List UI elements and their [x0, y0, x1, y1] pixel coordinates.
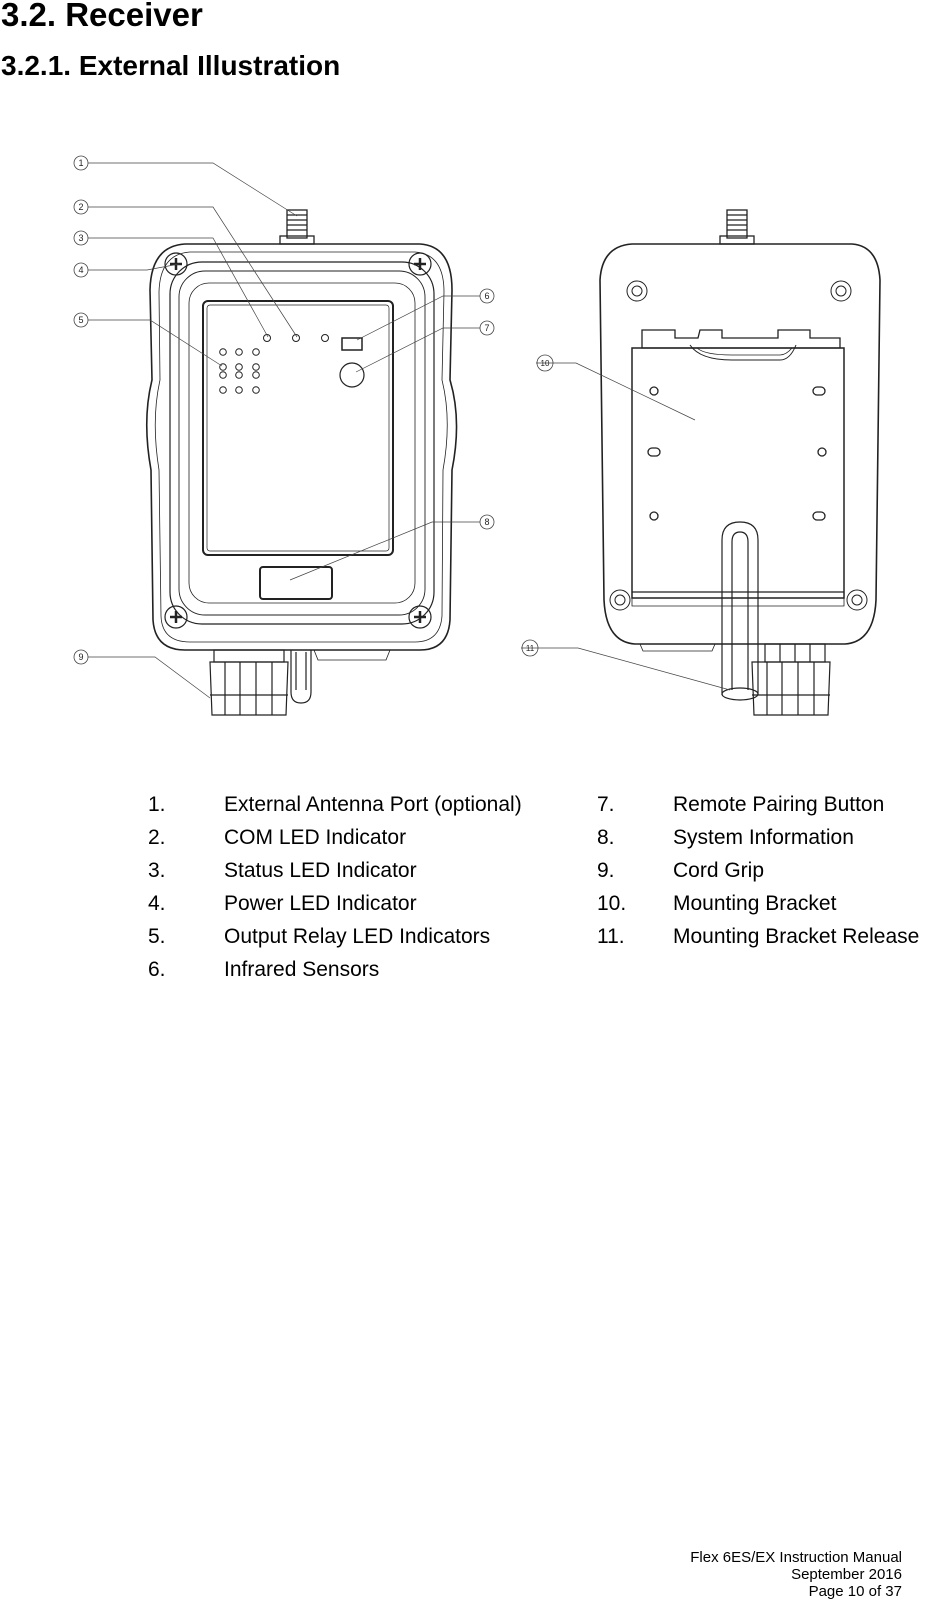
- callout-marker-4: [73, 262, 89, 278]
- legend-number: 11.: [597, 925, 625, 948]
- receiver-illustration: 1 2 3 4 5 6 7 8 9 10 11: [0, 120, 942, 730]
- legend-label: Mounting Bracket Release: [673, 925, 920, 948]
- legend-label: COM LED Indicator: [224, 826, 407, 849]
- receiver-front-view: [145, 209, 458, 716]
- callout-number-8: 8: [484, 517, 489, 527]
- callout-number-7: 7: [484, 323, 489, 333]
- pairing-button-drawing: [339, 362, 365, 388]
- legend-right-column: 7. Remote Pairing Button 8. System Informa…: [597, 788, 919, 953]
- legend-left-column: 1. External Antenna Port (optional) 2. COM…: [148, 788, 522, 986]
- legend-number: 6.: [148, 958, 166, 981]
- legend-item: 2. COM LED Indicator: [148, 821, 522, 854]
- legend-number: 4.: [148, 892, 166, 915]
- legend-item: 10. Mounting Bracket: [597, 887, 919, 920]
- callout-marker-11: [521, 639, 539, 657]
- legend-number: 2.: [148, 826, 166, 849]
- rear-cord-grip: [639, 643, 831, 716]
- callout-marker-1: [73, 155, 89, 171]
- legend-item: 4. Power LED Indicator: [148, 887, 522, 920]
- leader-lines: [88, 162, 731, 699]
- callout-marker-3: [73, 230, 89, 246]
- legend-number: 7.: [597, 793, 615, 816]
- callout-marker-2: [73, 199, 89, 215]
- front-panel: [202, 300, 394, 556]
- cord-grip-drawing: [209, 649, 391, 716]
- callout-marker-6: [479, 288, 495, 304]
- callout-number-3: 3: [78, 233, 83, 243]
- legend-item: 7. Remote Pairing Button: [597, 788, 919, 821]
- legend-label: Power LED Indicator: [224, 892, 417, 915]
- legend-item: 11. Mounting Bracket Release: [597, 920, 919, 953]
- page-footer: Flex 6ES/EX Instruction Manual September…: [690, 1549, 902, 1600]
- legend-label: Mounting Bracket: [673, 892, 837, 915]
- legend-label: Remote Pairing Button: [673, 793, 885, 816]
- legend-item: 3. Status LED Indicator: [148, 854, 522, 887]
- page-number: Page 10 of 37: [808, 1583, 902, 1600]
- legend-number: 9.: [597, 859, 615, 882]
- callout-number-11: 11: [526, 644, 535, 653]
- legend-number: 5.: [148, 925, 166, 948]
- legend-number: 10.: [597, 892, 627, 915]
- callout-marker-5: [73, 312, 89, 328]
- legend-label: Infrared Sensors: [224, 958, 380, 981]
- relay-led-grid: [219, 348, 260, 394]
- bracket-release-drawing: [721, 521, 759, 701]
- front-housing-outline: [145, 243, 458, 651]
- legend-number: 3.: [148, 859, 166, 882]
- system-info-label: [259, 566, 333, 600]
- callout-marker-9: [73, 649, 89, 665]
- callout-number-2: 2: [78, 202, 83, 212]
- legend-label: Output Relay LED Indicators: [224, 925, 491, 948]
- callout-number-9: 9: [78, 652, 83, 662]
- legend-label: System Information: [673, 826, 854, 849]
- rear-housing-outline: [599, 243, 881, 645]
- legend-item: 5. Output Relay LED Indicators: [148, 920, 522, 953]
- infrared-sensor-window: [341, 337, 363, 351]
- legend-item: 1. External Antenna Port (optional): [148, 788, 522, 821]
- callout-markers: [73, 155, 554, 665]
- legend-item: 6. Infrared Sensors: [148, 953, 522, 986]
- callout-number-5: 5: [78, 315, 83, 325]
- publication-date: September 2016: [791, 1566, 902, 1583]
- section-heading: 3.2. Receiver: [1, 0, 203, 33]
- screw-icons: [164, 252, 432, 629]
- rear-antenna-port: [719, 209, 755, 245]
- subsection-heading: 3.2.1. External Illustration: [1, 50, 341, 81]
- antenna-port-drawing: [279, 209, 315, 245]
- manual-title: Flex 6ES/EX Instruction Manual: [690, 1549, 902, 1566]
- receiver-rear-view: [599, 209, 881, 716]
- legend-label: Status LED Indicator: [224, 859, 417, 882]
- legend-number: 8.: [597, 826, 615, 849]
- callout-number-1: 1: [78, 158, 83, 168]
- callout-marker-7: [479, 320, 495, 336]
- callout-marker-8: [479, 514, 495, 530]
- legend-label: Cord Grip: [673, 859, 765, 882]
- legend-number: 1.: [148, 793, 166, 816]
- callout-number-4: 4: [78, 265, 83, 275]
- legend-item: 9. Cord Grip: [597, 854, 919, 887]
- callout-number-10: 10: [541, 359, 550, 368]
- callout-marker-10: [536, 354, 554, 372]
- callout-numbers: 1 2 3 4 5 6 7 8 9 10 11: [78, 158, 550, 662]
- mounting-bracket-drawing: [631, 329, 845, 607]
- legend-item: 8. System Information: [597, 821, 919, 854]
- callout-number-6: 6: [484, 291, 489, 301]
- legend-label: External Antenna Port (optional): [224, 793, 522, 816]
